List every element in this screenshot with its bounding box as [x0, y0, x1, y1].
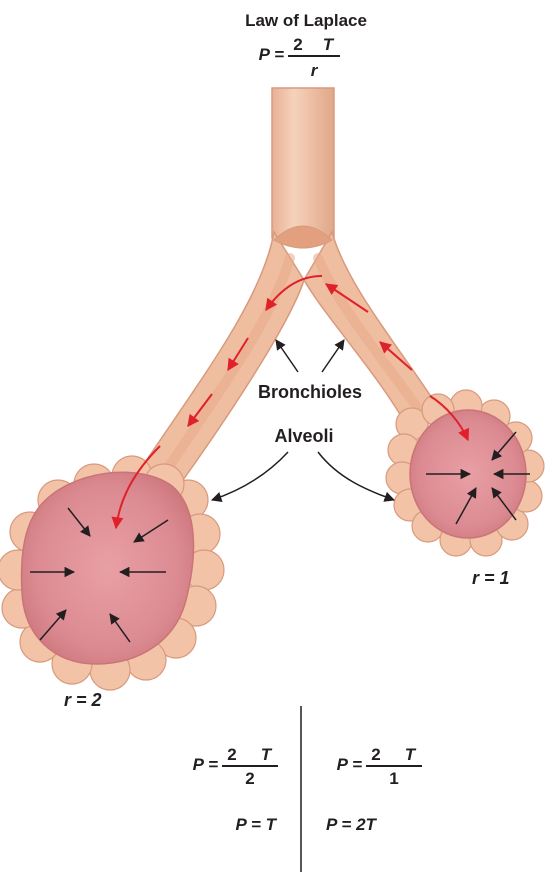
main-formula-den: r	[311, 61, 319, 80]
main-formula-num-a: 2	[293, 35, 302, 54]
main-formula-lhs: P =	[259, 45, 284, 64]
bronchioles-pointer-left	[276, 340, 298, 372]
bronchioles-pointer-right	[322, 340, 344, 372]
comparison-left-num-a: 2	[227, 745, 236, 764]
comparison-left-den: 2	[245, 769, 254, 788]
alveoli-pointer-left	[212, 452, 288, 500]
comparison-right-formula: P = 2 T 1	[337, 745, 422, 788]
alveolus-large-sac	[22, 472, 194, 664]
trachea	[272, 88, 334, 238]
label-r-small: r = 1	[472, 568, 510, 588]
main-formula: P = 2 T r	[259, 35, 340, 80]
comparison-right-num-a: 2	[371, 745, 380, 764]
alveoli-pointer-right	[318, 452, 394, 500]
title: Law of Laplace	[245, 11, 367, 30]
label-bronchioles: Bronchioles	[258, 382, 362, 402]
label-r-large: r = 2	[64, 690, 102, 710]
comparison-left-lhs: P =	[193, 755, 218, 774]
comparison-right-result: P = 2T	[326, 815, 378, 834]
alveolus-small	[386, 390, 544, 556]
alveolus-large	[0, 456, 224, 690]
comparison-left-formula: P = 2 T 2	[193, 745, 278, 788]
comparison-left-result: P = T	[236, 815, 278, 834]
main-formula-num-b: T	[323, 35, 335, 54]
comparison-right-den: 1	[389, 769, 398, 788]
comparison-right-lhs: P =	[337, 755, 362, 774]
comparison-right-num-b: T	[405, 745, 417, 764]
label-alveoli: Alveoli	[274, 426, 333, 446]
comparison-left-num-b: T	[261, 745, 273, 764]
